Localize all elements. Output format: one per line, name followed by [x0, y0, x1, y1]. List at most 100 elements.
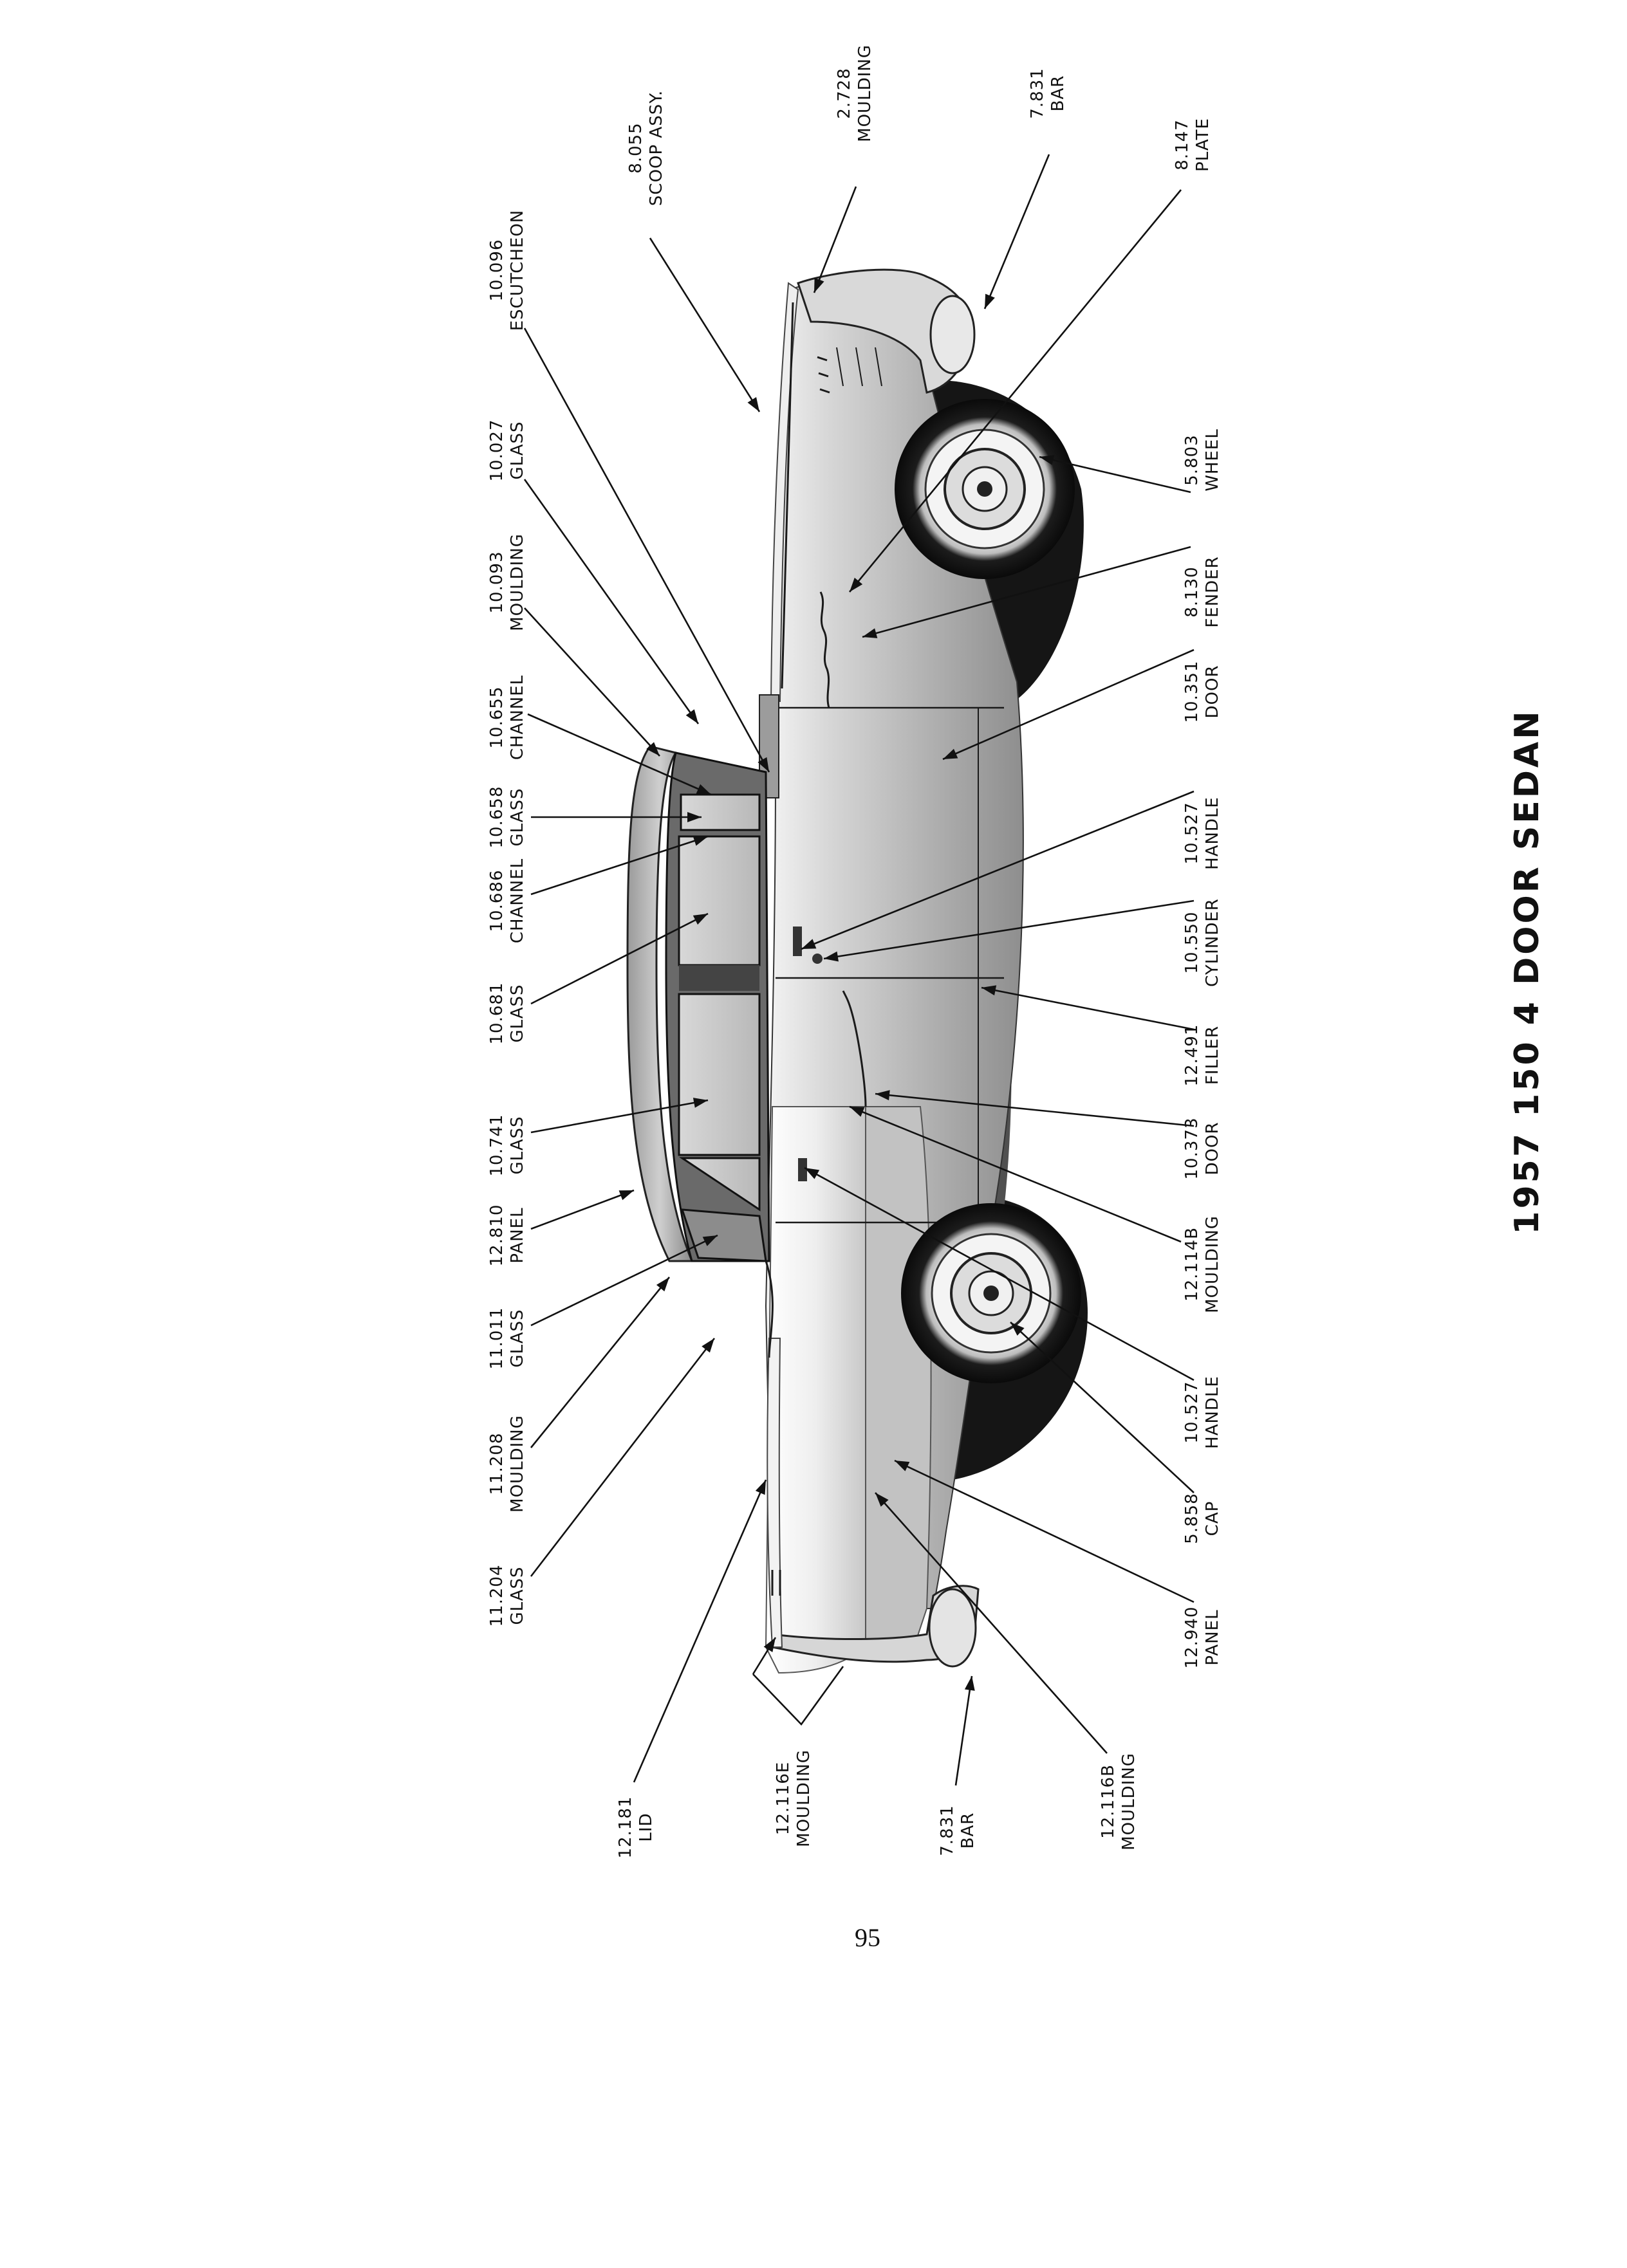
callout-part-name: BAR — [958, 1812, 978, 1849]
front-vent-window — [680, 793, 761, 831]
callout-part-number: 11.208 — [487, 1433, 507, 1495]
hood-vent-marks — [836, 347, 882, 387]
callout-part-name: CAP — [1203, 1501, 1222, 1536]
callout-label-c11: 10.681GLASS — [487, 982, 527, 1045]
callout-label-c13: 12.810PANEL — [487, 1204, 527, 1267]
rear-wheel — [901, 1203, 1081, 1383]
callout-leader-c15 — [530, 1277, 671, 1448]
callout-part-number: 12.491 — [1182, 1024, 1202, 1087]
callout-arrowhead-c22 — [981, 985, 997, 996]
callout-arrowhead-c05 — [758, 757, 769, 772]
b-pillar — [679, 965, 759, 991]
c-pillar-line — [765, 1260, 774, 1358]
callout-leader-c23 — [875, 1093, 1195, 1127]
callout-leader-c04 — [848, 189, 1182, 593]
front-wheel — [895, 399, 1075, 579]
callout-leader-c27 — [894, 1459, 1195, 1603]
callout-label-c09: 10.658GLASS — [487, 786, 527, 849]
callout-arrowhead-c06 — [685, 709, 698, 724]
callout-part-number: 12.116B — [1099, 1764, 1118, 1839]
callout-arrowhead-c10 — [693, 836, 708, 846]
callout-part-number: 12.940 — [1182, 1607, 1202, 1669]
callout-label-c12: 10.741GLASS — [487, 1114, 527, 1177]
callout-arrowhead-c18 — [862, 628, 878, 638]
callout-leader-c08 — [527, 713, 712, 796]
callout-leader-c02 — [813, 186, 857, 293]
callout-part-number: 8.055 — [626, 122, 646, 173]
callout-label-c29: 12.116EMOULDING — [774, 1749, 814, 1847]
callout-part-name: WHEEL — [1203, 429, 1222, 492]
callout-label-c04: 8.147PLATE — [1173, 118, 1213, 172]
callout-part-number: 8.130 — [1182, 566, 1202, 617]
rear-vent-window — [679, 1157, 761, 1212]
callout-leader-c25 — [804, 1166, 1195, 1381]
callout-arrowhead-c07 — [646, 742, 660, 756]
callout-leader-c19 — [942, 649, 1195, 761]
callout-part-name: MOULDING — [508, 1415, 527, 1513]
callout-part-name: GLASS — [508, 788, 527, 846]
callout-label-c26: 5.858CAP — [1182, 1493, 1222, 1544]
callout-part-number: 12.116E — [774, 1762, 793, 1835]
callout-part-name: MOULDING — [1203, 1215, 1222, 1313]
callout-label-c19: 10.351DOOR — [1182, 661, 1222, 723]
callout-arrowhead-c30 — [964, 1676, 975, 1691]
callout-part-number: 12.181 — [616, 1796, 635, 1859]
callout-part-number: 7.831 — [938, 1805, 957, 1856]
callout-part-number: 10.093 — [487, 551, 507, 614]
car-illustration — [626, 268, 1088, 1674]
callout-arrowhead-c11 — [693, 914, 708, 925]
callout-arrowhead-c25 — [804, 1168, 820, 1179]
callout-arrowhead-c17 — [1039, 455, 1055, 465]
front-door-handle — [793, 927, 802, 956]
callout-label-c15: 11.208MOULDING — [487, 1415, 527, 1513]
callout-arrowhead-c21 — [824, 951, 839, 962]
callout-label-c23: 10.373DOOR — [1182, 1118, 1222, 1180]
callout-label-c16: 11.204GLASS — [487, 1565, 527, 1627]
hood-crease — [781, 302, 794, 689]
trunk-lid — [767, 1338, 783, 1648]
callout-part-name: MOULDING — [855, 44, 875, 142]
callout-leader-c07 — [524, 607, 660, 757]
callout-part-number: 10.096 — [487, 239, 507, 302]
side-trim-sweep — [842, 990, 867, 1107]
callout-part-number: 2.728 — [835, 68, 854, 118]
callout-label-c01: 8.055SCOOP ASSY. — [626, 90, 666, 206]
rear-bumper — [771, 1585, 980, 1663]
callout-leader-c06 — [523, 479, 700, 724]
callout-arrowhead-c12 — [693, 1098, 708, 1108]
fender-vents — [817, 356, 830, 394]
callout-arrowhead-c26 — [1010, 1322, 1025, 1336]
callout-label-c18: 8.130FENDER — [1182, 556, 1222, 627]
callout-part-name: HANDLE — [1203, 797, 1222, 870]
callout-leader-c17 — [1039, 456, 1191, 493]
callout-leader-c21 — [823, 899, 1195, 960]
callout-part-name: GLASS — [508, 1116, 527, 1174]
callout-arrowhead-c02 — [814, 277, 824, 293]
callout-leader-c28 — [633, 1479, 767, 1783]
callout-part-name: MOULDING — [508, 533, 527, 631]
callout-arrowhead-c01 — [747, 397, 759, 412]
callout-part-name: CHANNEL — [508, 675, 527, 760]
callout-part-name: SCOOP ASSY. — [647, 90, 666, 206]
callout-part-number: 10.658 — [487, 786, 507, 849]
callout-leader-c31 — [875, 1492, 1108, 1754]
callout-part-name: PLATE — [1193, 118, 1213, 172]
callout-arrowhead-c24 — [850, 1107, 865, 1117]
callout-leader-c12 — [530, 1099, 709, 1134]
callout-part-name: PANEL — [1203, 1609, 1222, 1665]
fender-script-emblem — [819, 591, 830, 708]
callout-label-c25: 10.527HANDLE — [1182, 1376, 1222, 1449]
callout-leader-c03 — [983, 154, 1050, 309]
callout-leader-c10 — [530, 835, 709, 896]
callout-leaders — [523, 154, 1195, 1786]
callout-part-number: 10.373 — [1182, 1118, 1202, 1180]
callout-leader-c16 — [530, 1338, 716, 1577]
callout-label-c02: 2.728MOULDING — [835, 44, 875, 142]
callout-arrowhead-c09 — [687, 812, 702, 822]
callout-leader-c30 — [954, 1675, 973, 1786]
moulding-12116e-bracket — [752, 1666, 844, 1726]
callout-label-c08: 10.655CHANNEL — [487, 675, 527, 760]
callout-part-name: CYLINDER — [1203, 898, 1222, 987]
callout-label-c14: 11.011GLASS — [487, 1307, 527, 1370]
